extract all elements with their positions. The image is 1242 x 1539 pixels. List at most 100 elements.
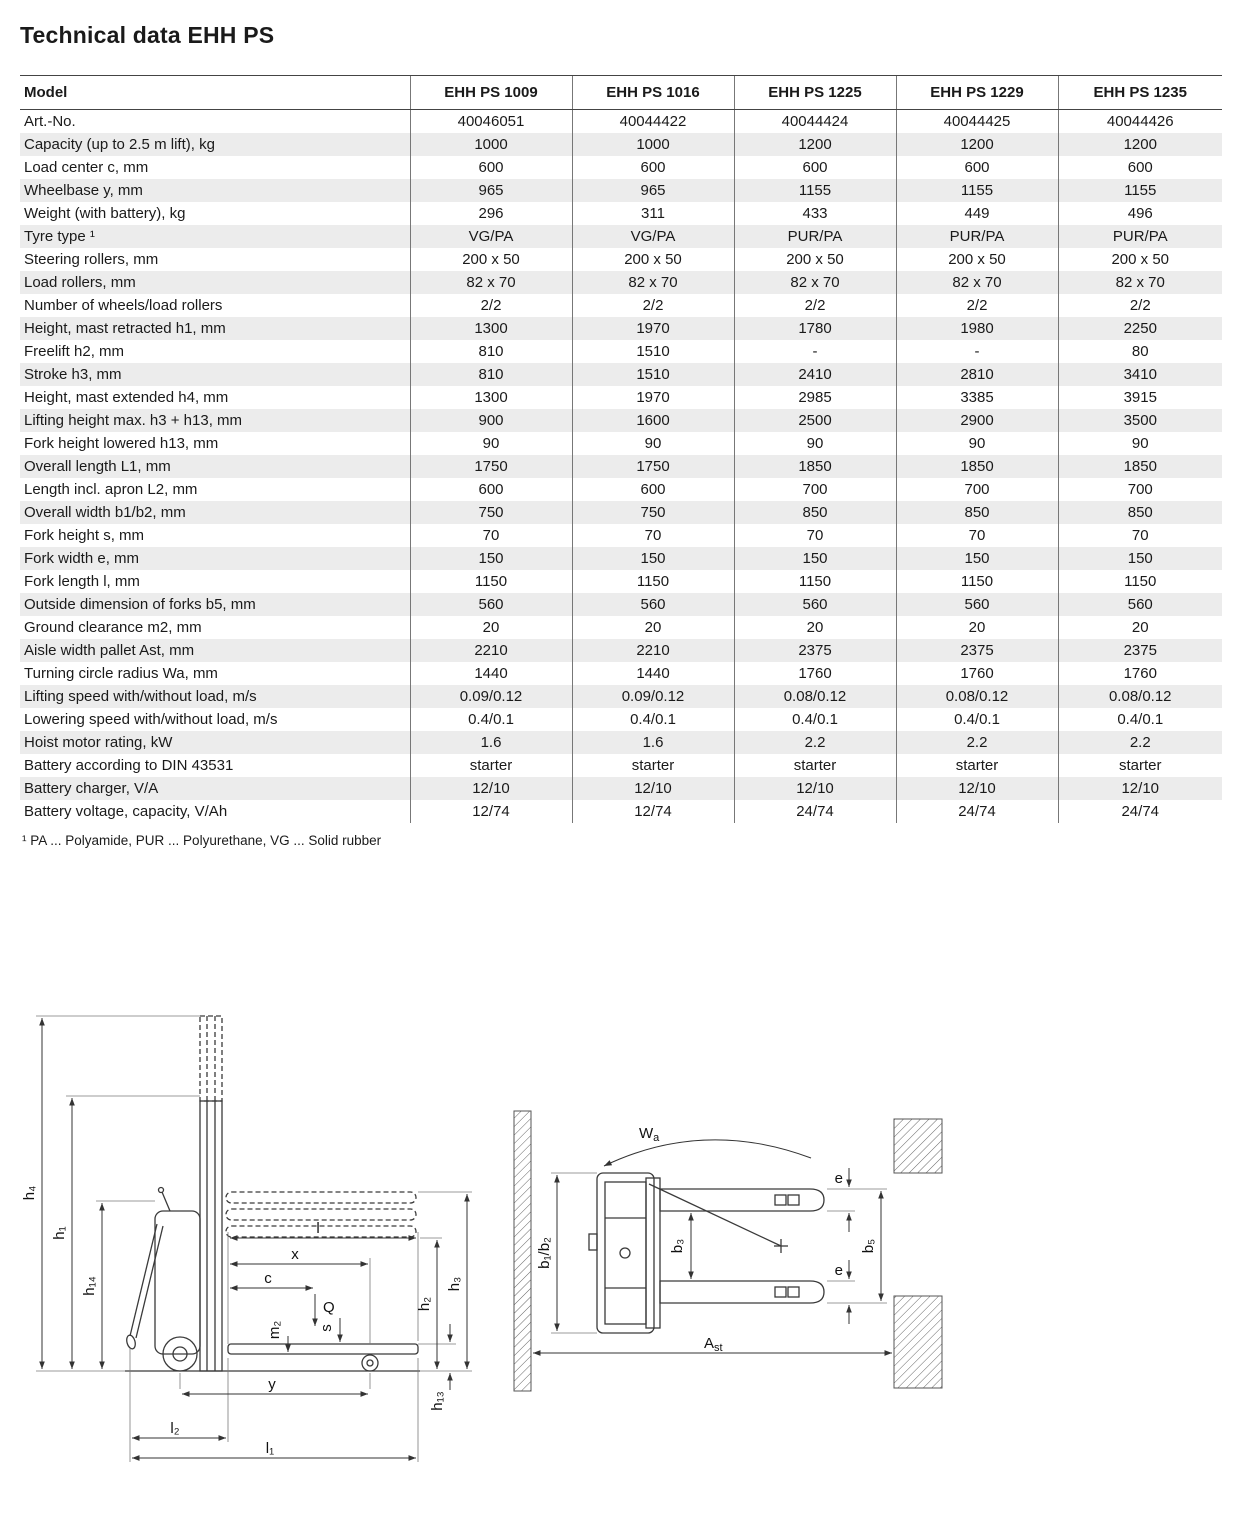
- spec-value: 311: [571, 202, 734, 225]
- spec-value: 90: [571, 432, 734, 455]
- dim-label-ast: Ast: [704, 1335, 723, 1354]
- spec-value: 600: [571, 156, 734, 179]
- spec-value: 2.2: [1057, 731, 1222, 754]
- column-header-ehh-ps-1229: EHH PS 1229: [895, 75, 1058, 110]
- spec-value: 560: [409, 593, 572, 616]
- spec-value: 82 x 70: [895, 271, 1058, 294]
- dim-label-c: c: [264, 1270, 272, 1287]
- dim-label-b5: b₅: [860, 1239, 877, 1253]
- spec-label: Load center c, mm: [24, 159, 149, 176]
- spec-label: Number of wheels/load rollers: [24, 297, 223, 314]
- spec-value: 2/2: [571, 294, 734, 317]
- column-header-ehh-ps-1009: EHH PS 1009: [409, 75, 572, 110]
- spec-value: 200 x 50: [895, 248, 1058, 271]
- spec-label: Fork height lowered h13, mm: [24, 435, 219, 452]
- spec-value: 965: [571, 179, 734, 202]
- spec-value: -: [895, 340, 1058, 363]
- spec-value: 1510: [571, 363, 734, 386]
- page-title: Technical data EHH PS: [20, 22, 275, 48]
- spec-value: 1150: [571, 570, 734, 593]
- spec-value: 2/2: [733, 294, 896, 317]
- spec-label: Weight (with battery), kg: [24, 205, 186, 222]
- spec-value: starter: [895, 754, 1058, 777]
- spec-value: 700: [1057, 478, 1222, 501]
- spec-value: starter: [733, 754, 896, 777]
- spec-value: 1970: [571, 386, 734, 409]
- spec-value: 20: [571, 616, 734, 639]
- spec-value: 20: [409, 616, 572, 639]
- spec-value: 560: [571, 593, 734, 616]
- spec-value: 82 x 70: [1057, 271, 1222, 294]
- spec-value: 1980: [895, 317, 1058, 340]
- spec-value: 12/10: [1057, 777, 1222, 800]
- spec-label: Turning circle radius Wa, mm: [24, 665, 218, 682]
- dim-label-x: x: [291, 1246, 299, 1263]
- spec-value: 150: [733, 547, 896, 570]
- dim-label-l: l: [316, 1220, 319, 1237]
- dim-label-s: s: [318, 1324, 335, 1332]
- spec-value: 1760: [733, 662, 896, 685]
- spec-value: 600: [1057, 156, 1222, 179]
- spec-value: 80: [1057, 340, 1222, 363]
- stacker-side-art: [125, 1015, 420, 1372]
- spec-value: 12/10: [733, 777, 896, 800]
- spec-value: 700: [895, 478, 1058, 501]
- spec-value: 850: [733, 501, 896, 524]
- spec-value: 2.2: [733, 731, 896, 754]
- dim-label-h1: h₁: [51, 1226, 68, 1239]
- spec-value: 1780: [733, 317, 896, 340]
- spec-value: 20: [895, 616, 1058, 639]
- spec-value: 82 x 70: [571, 271, 734, 294]
- spec-value: 12/10: [895, 777, 1058, 800]
- spec-value: 0.4/0.1: [571, 708, 734, 731]
- spec-value: 3410: [1057, 363, 1222, 386]
- spec-value: 40044426: [1057, 109, 1222, 133]
- spec-value: 40044425: [895, 109, 1058, 133]
- spec-value: 560: [733, 593, 896, 616]
- spec-label: Aisle width pallet Ast, mm: [24, 642, 195, 659]
- spec-value: 1.6: [409, 731, 572, 754]
- spec-value: 40046051: [409, 109, 572, 133]
- spec-value: 850: [895, 501, 1058, 524]
- spec-value: 810: [409, 363, 572, 386]
- spec-label: Overall width b1/b2, mm: [24, 504, 186, 521]
- bottom-right-wall: [893, 1295, 943, 1389]
- top-view-diagram: Wa b₁/b₂ b₃ b₅ e e Ast: [513, 1110, 943, 1392]
- spec-value: 70: [1057, 524, 1222, 547]
- spec-value: 1200: [895, 133, 1058, 156]
- dim-label-y: y: [268, 1376, 276, 1393]
- side-view-labels: h₄ h₁ h₁₄ l x c Q s m₂ h₂ h₃ h₁₃ y l₂ l₁: [21, 1186, 463, 1457]
- spec-value: 296: [409, 202, 572, 225]
- spec-label: Freelift h2, mm: [24, 343, 125, 360]
- spec-value: 0.4/0.1: [409, 708, 572, 731]
- spec-value: 750: [409, 501, 572, 524]
- dim-label-m2: m₂: [266, 1321, 283, 1339]
- spec-value: 600: [895, 156, 1058, 179]
- spec-label: Load rollers, mm: [24, 274, 136, 291]
- top-view-labels: Wa b₁/b₂ b₃ b₅ e e Ast: [536, 1125, 877, 1354]
- spec-value: 1440: [409, 662, 572, 685]
- dim-label-l2: l₂: [170, 1420, 179, 1437]
- top-right-wall: [893, 1118, 943, 1174]
- spec-value: 560: [895, 593, 1058, 616]
- spec-value: 1150: [409, 570, 572, 593]
- spec-value: 0.09/0.12: [571, 685, 734, 708]
